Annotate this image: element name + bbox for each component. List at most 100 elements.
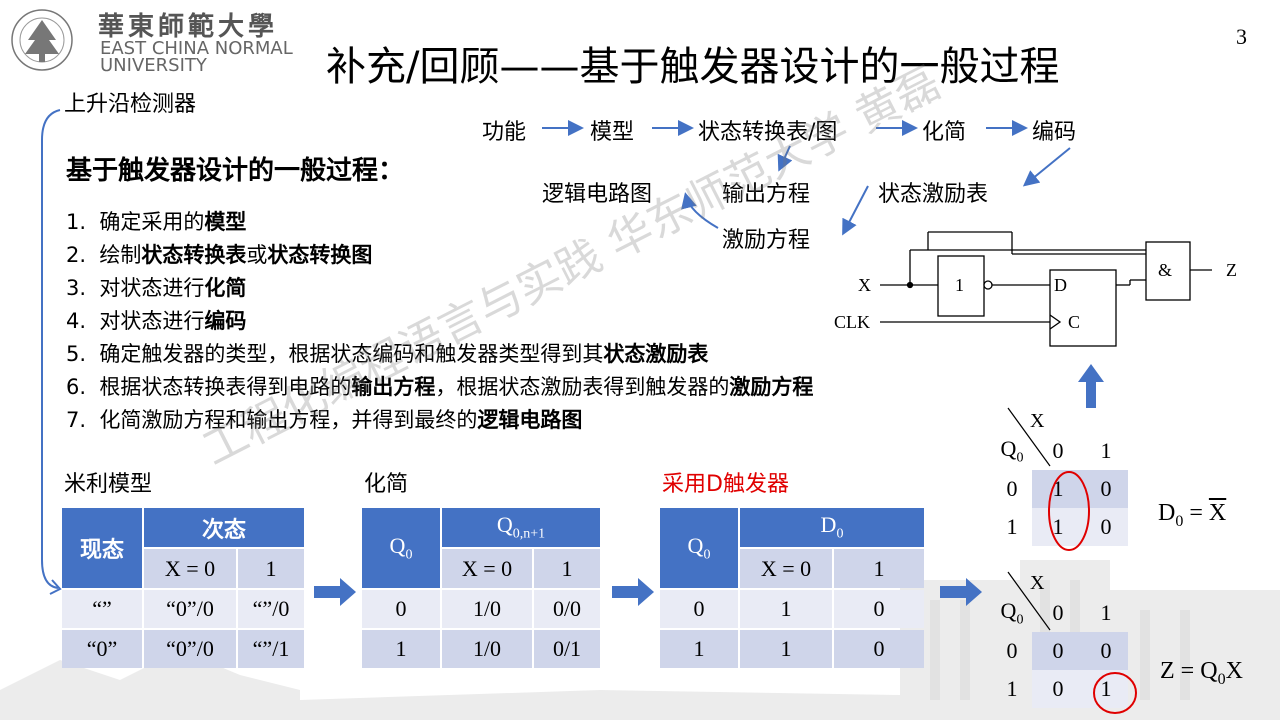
- equation-d0: D0 = X: [1158, 500, 1227, 530]
- not-gate-label: 1: [955, 275, 964, 295]
- process-heading: 基于触发器设计的一般过程：: [66, 156, 405, 186]
- kmap-col-0: 0: [1052, 600, 1064, 625]
- kmap-cell: 0: [1084, 508, 1128, 546]
- flow-zhuangtai: 状态转换表/图: [698, 120, 838, 145]
- kmap-col-1: 1: [1100, 600, 1112, 625]
- hdr-current-state: 现态: [62, 508, 142, 588]
- step-2: 2. 绘制状态转换表或状态转换图: [66, 243, 373, 267]
- kmap-col-1: 1: [1100, 438, 1112, 463]
- flow-shuchu: 输出方程: [722, 182, 811, 207]
- flow-jili-biao: 状态激励表: [878, 182, 989, 207]
- mealy-model-title: 米利模型: [64, 472, 153, 497]
- flow-moxing: 模型: [590, 120, 635, 145]
- logic-circuit-diagram: [880, 231, 1212, 347]
- university-emblem-icon: [11, 9, 73, 71]
- circuit-input-clk: CLK: [834, 312, 870, 332]
- simplified-state-table: Q0 Q0,n+1 X = 0 1 0 1/0 0/0 1 1/0 0/1: [360, 506, 602, 670]
- step-3: 3. 对状态进行化简: [66, 276, 247, 300]
- table-cell: “”: [62, 590, 142, 628]
- slide-title: 补充/回顾——基于触发器设计的一般过程: [326, 44, 1060, 90]
- kmap-d-x-label: X: [1030, 410, 1045, 432]
- kmap-q-label: Q0: [1000, 597, 1024, 628]
- hdr-x0: X = 0: [442, 549, 532, 588]
- hdr-q0-next: Q0,n+1: [442, 508, 600, 547]
- table-cell: 1: [362, 630, 440, 668]
- kmap-cell: 1: [1084, 670, 1128, 708]
- table-cell: 1/0: [442, 630, 532, 668]
- step-7: 7. 化简激励方程和输出方程，并得到最终的逻辑电路图: [66, 408, 583, 432]
- kmap-q-label: Q0: [1000, 435, 1024, 466]
- kmap-cell: 0: [1032, 670, 1084, 708]
- flow-huajian: 化简: [922, 120, 967, 145]
- kmap-z-group-circle: [1093, 672, 1137, 714]
- kmap-col-0: 0: [1052, 438, 1064, 463]
- step-4: 4. 对状态进行编码: [66, 309, 247, 333]
- kmap-z-x-label: X: [1030, 572, 1045, 594]
- step-1: 1. 确定采用的模型: [66, 210, 247, 234]
- subtitle: 上升沿检测器: [64, 92, 197, 117]
- flow-bianma: 编码: [1032, 120, 1077, 145]
- up-arrow-icon: [1078, 364, 1104, 408]
- circuit-output-z: Z: [1226, 260, 1237, 280]
- right-arrow-icon: [314, 578, 356, 606]
- right-arrow-icon: [940, 578, 982, 606]
- table-cell: “”/1: [238, 630, 304, 668]
- kmap-row-label: 1: [1006, 676, 1018, 701]
- right-arrow-icon: [612, 578, 654, 606]
- kmap-cell: 0: [1084, 632, 1128, 670]
- step-6: 6. 根据状态转换表得到电路的输出方程，根据状态激励表得到触发器的激励方程: [66, 375, 814, 399]
- table-cell: 1: [740, 630, 832, 668]
- hdr-next-state: 次态: [144, 508, 304, 547]
- kmap-cell: 0: [1032, 632, 1084, 670]
- kmap-d-diagonal: [1007, 407, 1051, 467]
- kmap-cell: 1: [1032, 470, 1084, 508]
- d-flipflop-title: 采用D触发器: [662, 472, 789, 497]
- table-cell: 1: [660, 630, 738, 668]
- logo-chinese-name: 華東師範大學: [98, 12, 279, 42]
- hdr-q0: Q0: [362, 508, 440, 588]
- equation-z: Z = Q0X: [1160, 658, 1243, 688]
- logo-english-line1: EAST CHINA NORMAL: [100, 38, 293, 59]
- dff-c-pin: C: [1068, 312, 1081, 332]
- table-cell: “”/0: [238, 590, 304, 628]
- kmap-d0: Q0 0 1 0 1 0 1 1 0: [992, 432, 1128, 546]
- hdr-x0: X = 0: [740, 549, 832, 588]
- hdr-x1: 1: [534, 549, 600, 588]
- table-cell: “0”/0: [144, 630, 236, 668]
- hdr-x1: 1: [834, 549, 924, 588]
- table-cell: 0: [834, 630, 924, 668]
- circuit-input-x: X: [858, 275, 871, 295]
- table-cell: 0: [362, 590, 440, 628]
- kmap-z-diagonal: [1007, 571, 1051, 631]
- kmap-row-label: 1: [1006, 514, 1018, 539]
- table-cell: 0/1: [534, 630, 600, 668]
- table-cell: “0”/0: [144, 590, 236, 628]
- hdr-x0: X = 0: [144, 549, 236, 588]
- flow-gongneng: 功能: [482, 120, 527, 145]
- mealy-state-table: 现态 次态 X = 0 1 “” “0”/0 “”/0 “0” “0”/0 “”…: [60, 506, 306, 670]
- table-cell: 1/0: [442, 590, 532, 628]
- logo-english-line2: UNIVERSITY: [100, 55, 207, 76]
- left-bracket-arrow: [41, 109, 62, 595]
- hdr-d0: D0: [740, 508, 924, 547]
- table-cell: 0/0: [534, 590, 600, 628]
- flow-luoji: 逻辑电路图: [542, 182, 653, 207]
- kmap-cell: 0: [1084, 470, 1128, 508]
- hdr-q0: Q0: [660, 508, 738, 588]
- process-steps: 1. 确定采用的模型 2. 绘制状态转换表或状态转换图 3. 对状态进行化简 4…: [66, 206, 813, 437]
- hdr-x1: 1: [238, 549, 304, 588]
- simplify-title: 化简: [364, 472, 409, 497]
- kmap-d-group-circle: [1048, 471, 1090, 551]
- kmap-cell: 1: [1032, 508, 1084, 546]
- kmap-z: Q0 0 1 0 0 0 1 0 1: [992, 594, 1128, 708]
- d-flipflop-table: Q0 D0 X = 0 1 0 1 0 1 1 0: [658, 506, 926, 670]
- table-cell: 0: [834, 590, 924, 628]
- dff-d-pin: D: [1054, 275, 1067, 295]
- and-gate-label: &: [1158, 260, 1173, 280]
- kmap-row-label: 0: [1006, 476, 1018, 501]
- table-cell: “0”: [62, 630, 142, 668]
- table-cell: 1: [740, 590, 832, 628]
- table-cell: 0: [660, 590, 738, 628]
- step-5: 5. 确定触发器的类型，根据状态编码和触发器类型得到其状态激励表: [66, 342, 709, 366]
